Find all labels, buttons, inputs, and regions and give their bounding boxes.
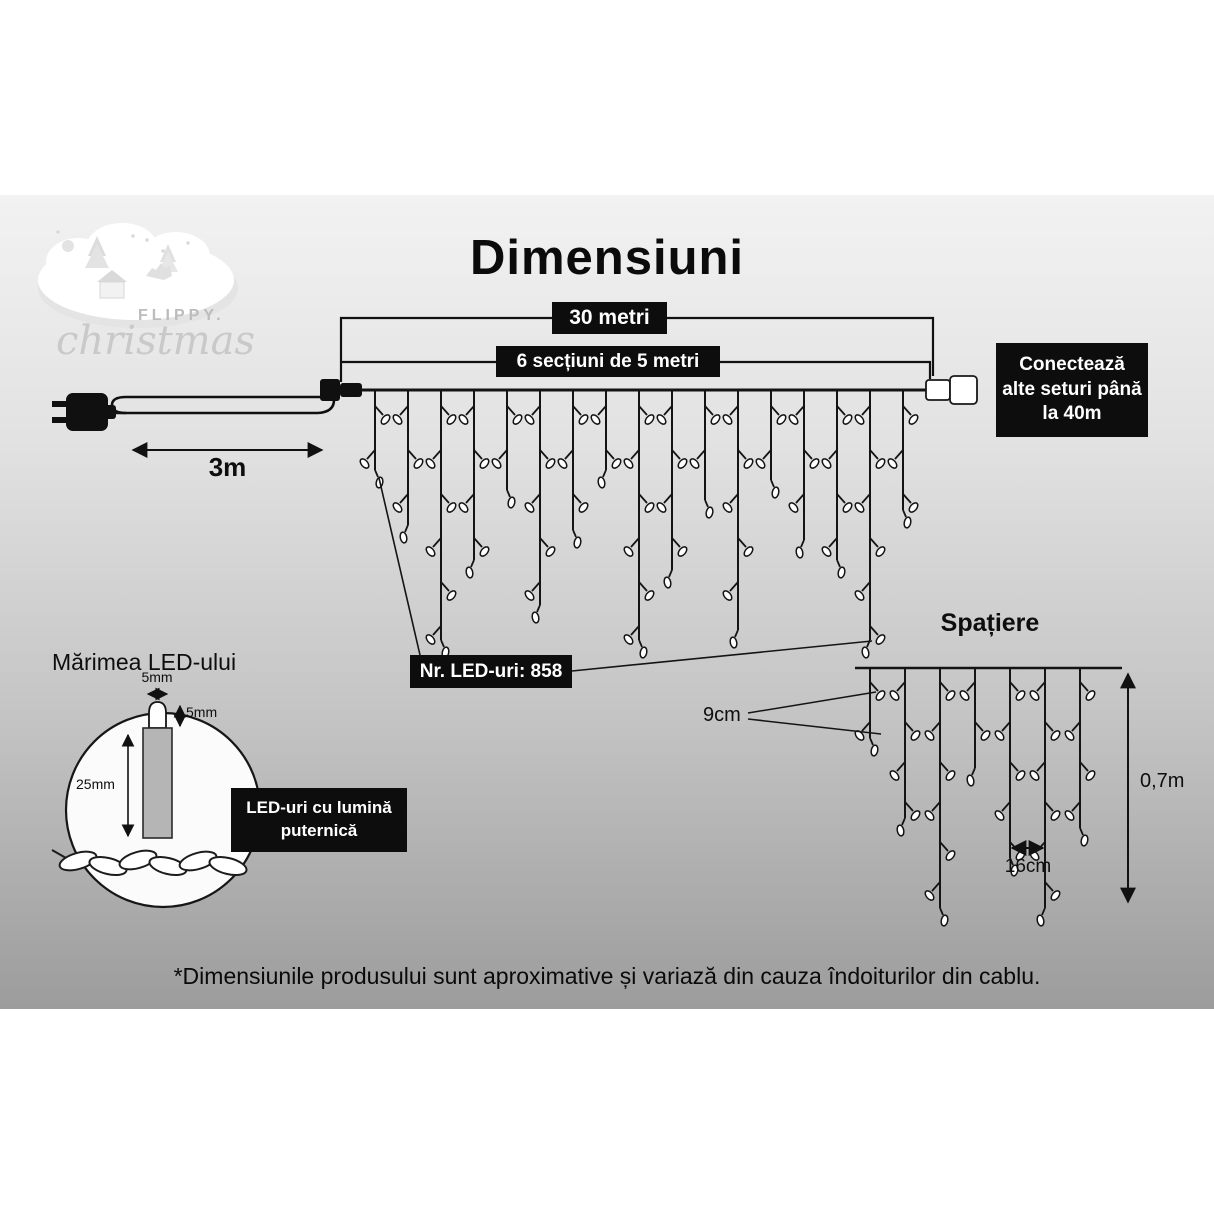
led-bulb-head bbox=[148, 701, 167, 729]
connect-note-badge: Conectează alte seturi până la 40m bbox=[996, 343, 1148, 438]
connector-left-icon bbox=[340, 383, 362, 397]
led-note-line2: puternică bbox=[280, 820, 358, 840]
icicle-drops bbox=[359, 390, 919, 659]
drop-length-label: 0,7m bbox=[1140, 770, 1185, 792]
logo-illustration bbox=[38, 223, 238, 328]
led-size-diagram bbox=[51, 687, 262, 909]
logo-script-text: christmas bbox=[56, 318, 255, 364]
lead-cable bbox=[110, 395, 336, 415]
spacing-diagram bbox=[747, 666, 1136, 927]
power-plug-icon bbox=[52, 393, 116, 431]
sections-badge: 6 secțiuni de 5 metri bbox=[496, 346, 720, 377]
house-roof-icon bbox=[97, 270, 127, 282]
connector-right-icon bbox=[949, 375, 978, 405]
spacing-section-title: Spațiere bbox=[940, 609, 1040, 637]
led-head-height-label: 5mm bbox=[186, 704, 218, 720]
led-note-badge: LED-uri cu lumină puternică bbox=[231, 788, 407, 852]
footer-disclaimer: *Dimensiunile produsului sunt aproximati… bbox=[173, 963, 1041, 989]
logo-brand-text: FLIPPY. bbox=[138, 307, 225, 324]
total-length-badge: 30 metri bbox=[552, 302, 667, 334]
deer-icon bbox=[146, 263, 172, 280]
led-spacing-pointer-lines bbox=[747, 691, 882, 735]
icicle-drops bbox=[854, 668, 1096, 927]
tree-icon bbox=[85, 244, 109, 268]
led-count-callout-lines bbox=[378, 477, 873, 672]
led-spacing-label: 9cm bbox=[703, 704, 741, 726]
led-size-section-title: Mărimea LED-ului bbox=[52, 649, 237, 675]
column-spacing-label: 16cm bbox=[1004, 856, 1052, 877]
led-count-badge: Nr. LED-uri: 858 bbox=[410, 655, 572, 688]
page-title: Dimensiuni bbox=[469, 231, 745, 285]
led-width-label: 5mm bbox=[141, 669, 173, 685]
lead-length-label: 3m bbox=[208, 452, 247, 482]
led-note-line1: LED-uri cu lumină bbox=[246, 798, 392, 817]
led-body bbox=[142, 727, 173, 839]
led-body-height-label: 25mm bbox=[76, 776, 115, 792]
twisted-cable-icon bbox=[51, 849, 248, 877]
connector-left-icon bbox=[320, 379, 340, 401]
main-curtain-diagram bbox=[320, 375, 978, 659]
connector-right-icon bbox=[925, 379, 951, 401]
moon-icon bbox=[62, 240, 74, 252]
